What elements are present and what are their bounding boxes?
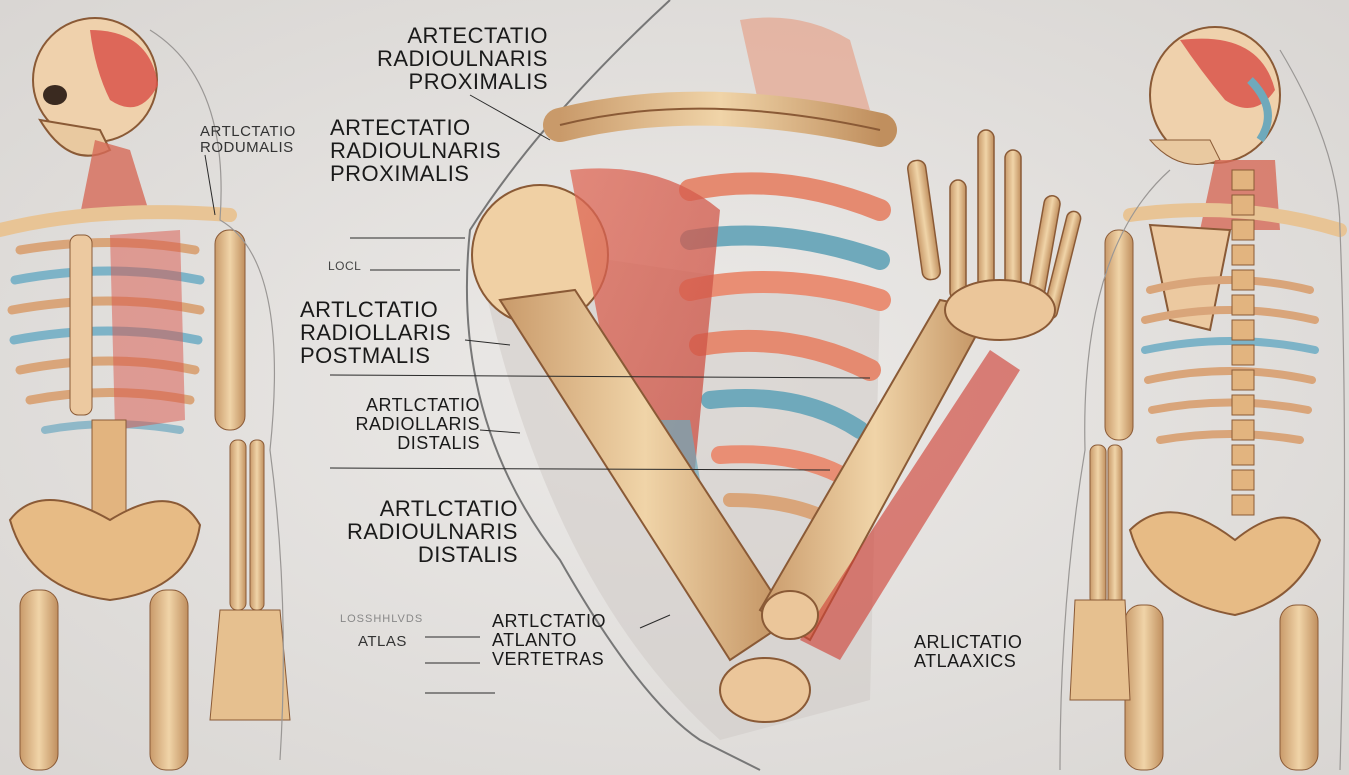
label-line: DISTALIS (397, 432, 480, 453)
label-faint: LOSSHHLVDS (340, 613, 424, 625)
label-line: ATLANTO (492, 629, 577, 650)
label-atlaaxics: ARLICTATIO ATLAAXICS (914, 633, 1022, 671)
label-atlas: ATLAS (358, 633, 407, 650)
label-line: ATLAAXICS (914, 650, 1017, 671)
left-skeleton-figure (0, 17, 291, 771)
label-postmalis: ARTLCTATIO RADIOLLARIS POSTMALIS (300, 298, 451, 367)
label-atlanto-vertetras: ARTLCTATIO ATLANTO VERTETRAS (492, 612, 606, 669)
label-line: RADIOULNARIS (346, 519, 518, 545)
label-line: VERTETRAS (492, 648, 605, 669)
label-line: ARTLCTATIO (200, 123, 296, 140)
label-line: POSTMALIS (300, 343, 431, 369)
label-line: RADIOLLARIS (355, 413, 480, 434)
label-line: ARTECTATIO (407, 23, 548, 48)
label-proximalis-second: ARTECTATIO RADIOULNARIS PROXIMALIS (330, 116, 501, 185)
label-distalis-b: ARTLCTATIO RADIOULNARIS DISTALIS (326, 497, 518, 566)
label-line: RADIOULNARIS (376, 46, 548, 72)
label-proximalis-top: ARTECTATIO RADIOULNARIS PROXIMALIS (352, 24, 548, 93)
label-line: RODUMALIS (200, 138, 294, 156)
label-line: ARTLCTATIO (379, 496, 518, 521)
label-line: RADIOLLARIS (300, 320, 451, 346)
label-line: ARTLCTATIO (365, 395, 480, 415)
label-line: DISTALIS (417, 542, 518, 568)
right-skeleton-figure (1059, 26, 1347, 771)
label-distalis-a: ARTLCTATIO RADIOLLARIS DISTALIS (320, 396, 480, 453)
label-line: ARLICTATIO (914, 632, 1023, 652)
label-line: RADIOULNARIS (330, 138, 502, 164)
label-line: PROXIMALIS (330, 161, 470, 187)
label-line: ARTECTATIO (330, 115, 471, 140)
label-line: ARTLCTATIO (492, 611, 607, 631)
label-line: PROXIMALIS (408, 69, 548, 95)
label-line: ARTLCTATIO (300, 297, 439, 322)
center-shoulder-arm-figure (465, 0, 1082, 771)
label-locl: LOCL (328, 259, 362, 273)
leader-lines (204, 94, 871, 694)
label-rodumalis: ARTLCTATIO RODUMALIS (200, 124, 296, 156)
